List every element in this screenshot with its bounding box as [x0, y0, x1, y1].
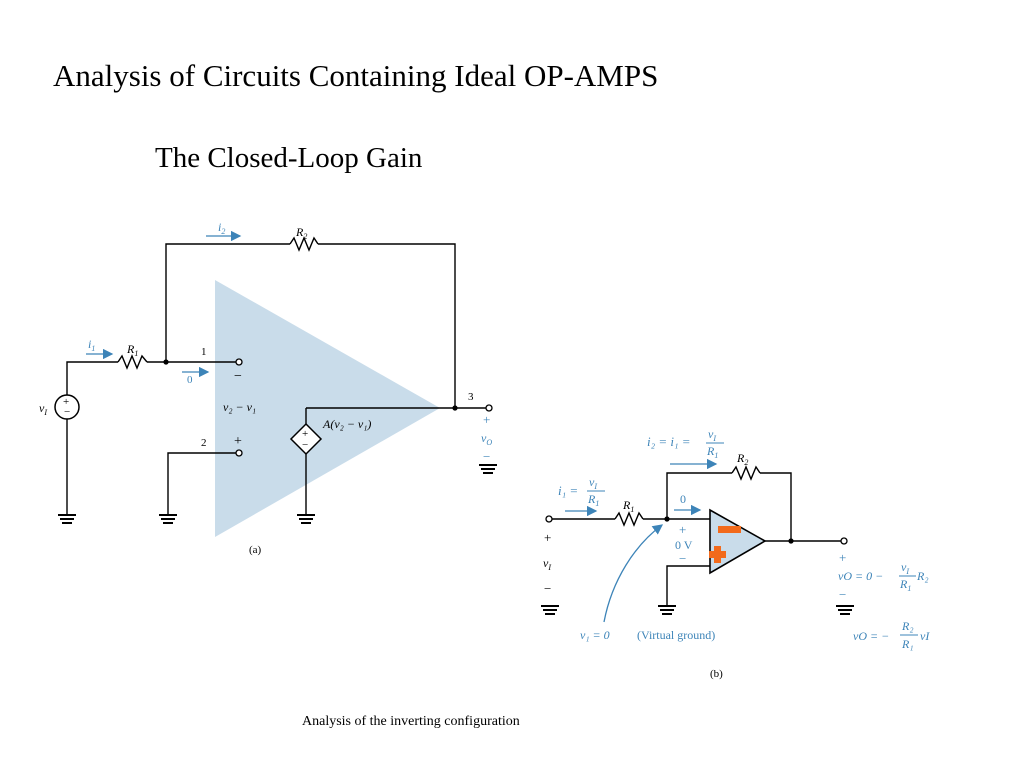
i2-frac-den: R1 [706, 444, 718, 460]
vo-eq1-frac-den: R1 [899, 577, 911, 593]
arrow-virtual-ground [603, 524, 664, 623]
i1-frac-den: R1 [587, 492, 599, 508]
vo-eq2-rhs: vI [920, 629, 930, 643]
vo-equation-1: vO = 0 − [838, 569, 883, 583]
svg-text:+: + [302, 428, 308, 440]
i2-frac-num: vI [708, 427, 716, 443]
vo-eq1-rhs: R₂ [916, 569, 929, 583]
virtual-ground-label: (Virtual ground) [637, 628, 715, 642]
opamp-triangle-b [709, 508, 767, 575]
i2-equation: i₂ = i₁ = [647, 434, 691, 449]
figure-caption: Analysis of the inverting configuration [302, 714, 520, 729]
resistor-r1-a [117, 354, 148, 370]
resistor-r2-a [289, 236, 319, 252]
figure-a: + − + − i2 R2 i1 R1 0 1 2 3 − + vI v₂ − … [39, 220, 497, 556]
figure-b-label: (b) [710, 668, 723, 680]
wire-feedback-b-right [760, 472, 792, 541]
output-minus-a: − [483, 449, 490, 464]
slide-title: Analysis of Circuits Containing Ideal OP… [53, 58, 659, 93]
ground-icon [541, 605, 854, 615]
label-r2-a: R2 [295, 225, 307, 241]
diff-voltage-label: v₂ − v₁ [223, 400, 256, 414]
output-plus-a: + [483, 412, 490, 427]
node-1-label: 1 [201, 346, 207, 358]
label-r1-a: R1 [126, 342, 138, 358]
label-zero-b: 0 [680, 492, 686, 506]
vo-equation-2: vO = − [853, 629, 889, 643]
wire-feedback-b [666, 472, 732, 519]
label-i2-a: i2 [218, 220, 225, 236]
input-label-b: vI [543, 556, 551, 572]
label-r2-b: R2 [736, 451, 748, 467]
svg-text:−: − [302, 439, 308, 451]
vo-eq2-den: R₁ [901, 637, 914, 651]
zero-volt-label: 0 V [675, 538, 693, 552]
plus-highlight [709, 546, 726, 563]
i1-equation: i₁ = [558, 483, 578, 498]
vo-eq2-num: R₂ [901, 619, 914, 633]
output-minus-b: − [839, 587, 846, 602]
dependent-source-label: A(v₂ − v₁) [322, 417, 371, 431]
v1-equation: v₁ = 0 [580, 628, 610, 642]
wire-feedback-left [165, 243, 290, 362]
wire-node2 [167, 452, 236, 515]
output-label-a: vO [481, 431, 492, 447]
wire-plus-b [666, 565, 710, 606]
slide-subtitle: The Closed-Loop Gain [155, 142, 423, 174]
input-plus-b: + [544, 530, 551, 545]
input-minus-b: − [544, 581, 551, 596]
minus-terminal-a: − [234, 369, 242, 384]
label-zero-a: 0 [187, 374, 193, 386]
svg-text:+: + [63, 396, 69, 408]
wire-source-top [66, 361, 118, 395]
figure-a-label: (a) [249, 544, 262, 556]
source-label-a: vI [39, 401, 47, 417]
wire-feedback-right [318, 243, 456, 407]
resistor-r2-b [731, 465, 761, 481]
minus-0v: − [679, 551, 686, 566]
label-r1-b: R1 [622, 498, 634, 514]
figure-b: i₂ = i₁ = vI R1 i₁ = vI R1 R1 R2 0 + 0 V… [541, 427, 930, 680]
plus-terminal-a: + [234, 434, 242, 449]
ground-icon [58, 464, 497, 524]
svg-text:−: − [64, 406, 70, 418]
output-plus-b: + [839, 550, 846, 565]
minus-highlight [718, 526, 741, 533]
resistor-r1-b [614, 511, 644, 527]
i1-frac-num: vI [589, 475, 597, 491]
label-i1-a: i1 [88, 337, 95, 353]
voltage-source-a [54, 394, 80, 420]
plus-0v: + [679, 522, 686, 537]
dependent-source-a [289, 422, 323, 456]
vo-eq1-frac-num: vI [901, 560, 909, 576]
node-3-label: 3 [468, 391, 474, 403]
node-2-label: 2 [201, 437, 207, 449]
